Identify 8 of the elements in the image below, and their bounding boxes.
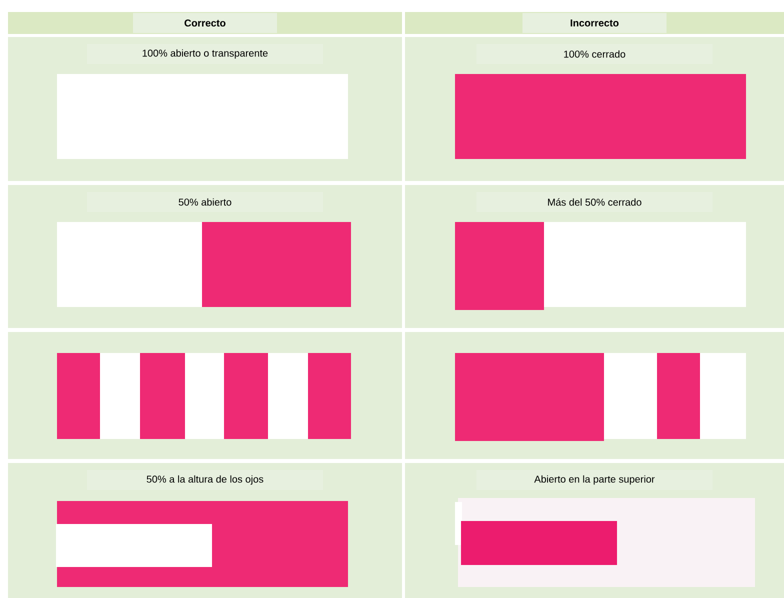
cell-caption: Abierto en la parte superior [476,470,712,490]
cell-caption: 100% abierto o transparente [87,44,323,64]
cell-caption: 100% cerrado [476,44,712,64]
cell-caption: Más del 50% cerrado [476,192,712,212]
header-cell: Incorrecto [405,12,784,34]
header-cell: Correcto [8,12,402,34]
cell-caption: 50% abierto [87,192,323,212]
cell-caption: 50% a la altura de los ojos [87,470,323,490]
